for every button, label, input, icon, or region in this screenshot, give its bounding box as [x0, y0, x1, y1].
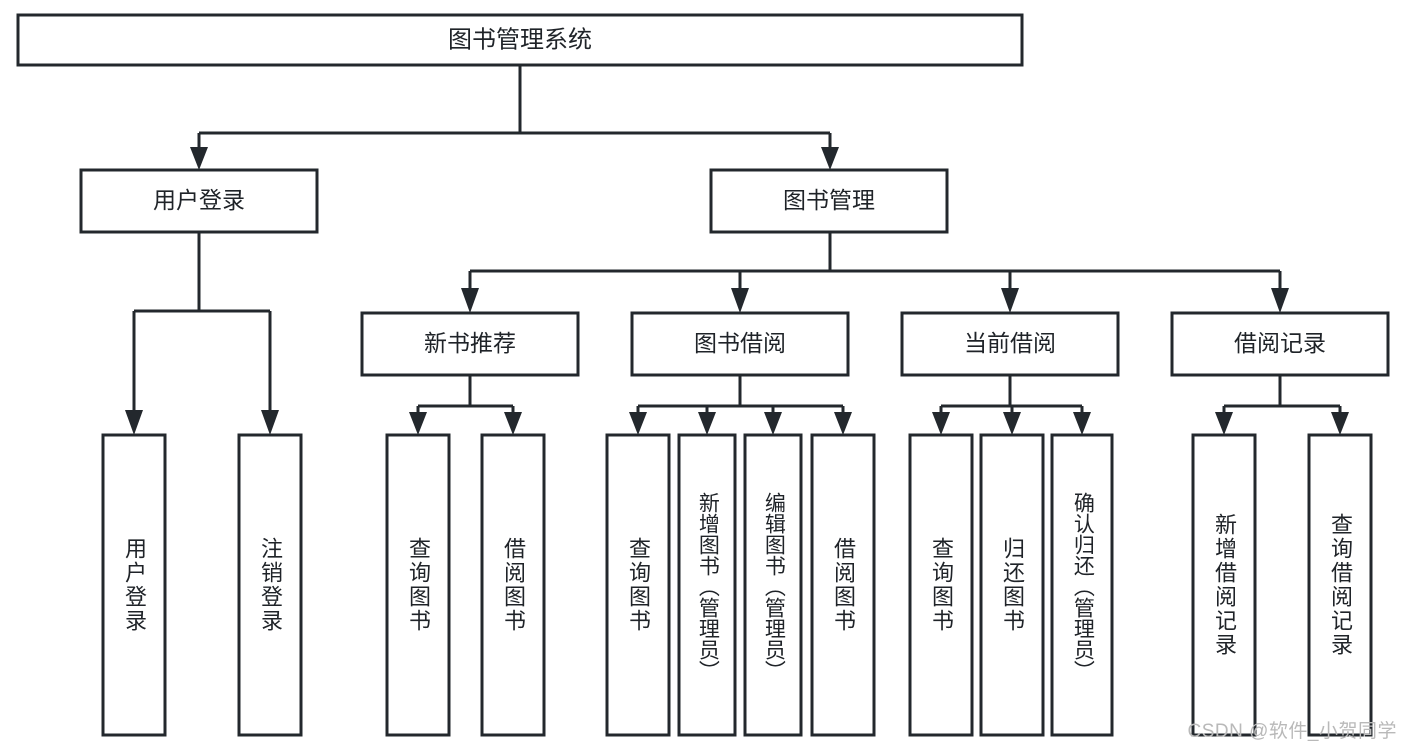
- arrow-to-leaf-return-book: [1003, 412, 1021, 435]
- leaf-box-return-book[interactable]: [979, 433, 1045, 737]
- node-new-book-recommend[interactable]: 新书推荐: [360, 311, 580, 377]
- arrow-to-leaf-confirm-return: [1073, 412, 1091, 435]
- node-borrow-record[interactable]: 借阅记录: [1170, 311, 1390, 377]
- nodes-group: 图书管理系统 用户登录 图书管理 新书推荐 图书借阅 当前: [16, 13, 1390, 737]
- arrow-to-book-manage: [821, 147, 839, 170]
- leaf-box-logout[interactable]: [237, 433, 303, 737]
- leaf-boxes-group: [101, 433, 1373, 737]
- node-new-book-recommend-label: 新书推荐: [424, 330, 516, 356]
- node-book-manage-label: 图书管理: [783, 187, 875, 213]
- arrow-to-current-borrow: [1001, 288, 1019, 313]
- node-book-borrow[interactable]: 图书借阅: [630, 311, 850, 377]
- arrow-to-leaf-borrow-book-1: [504, 412, 522, 435]
- arrow-to-leaf-add-book: [698, 412, 716, 435]
- arrow-to-leaf-borrow-book-2: [834, 412, 852, 435]
- leaf-box-borrow-book-1[interactable]: [480, 433, 546, 737]
- arrow-to-leaf-query-book-2: [629, 412, 647, 435]
- node-root[interactable]: 图书管理系统: [16, 13, 1024, 67]
- watermark-text: CSDN @软件_小贺同学: [1187, 721, 1397, 742]
- arrow-to-leaf-query-book-3: [932, 412, 950, 435]
- node-root-label: 图书管理系统: [448, 26, 592, 53]
- leaf-box-query-record[interactable]: [1307, 433, 1373, 737]
- arrow-to-book-borrow: [731, 288, 749, 313]
- arrow-to-leaf-edit-book: [764, 412, 782, 435]
- edges-group: [125, 65, 1349, 435]
- node-book-manage[interactable]: 图书管理: [709, 168, 949, 234]
- arrow-to-leaf-logout: [261, 410, 279, 435]
- arrow-to-leaf-user-login: [125, 410, 143, 435]
- node-current-borrow[interactable]: 当前借阅: [900, 311, 1120, 377]
- arrow-to-leaf-query-book-1: [409, 412, 427, 435]
- leaf-box-query-book-3[interactable]: [908, 433, 974, 737]
- node-book-borrow-label: 图书借阅: [694, 330, 786, 356]
- leaf-box-borrow-book-2[interactable]: [810, 433, 876, 737]
- leaf-box-query-book-2[interactable]: [605, 433, 671, 737]
- node-user-login-label: 用户登录: [153, 187, 245, 213]
- leaf-box-confirm-return[interactable]: [1050, 433, 1114, 737]
- node-borrow-record-label: 借阅记录: [1234, 330, 1326, 356]
- node-user-login[interactable]: 用户登录: [79, 168, 319, 234]
- arrow-to-leaf-query-record: [1331, 412, 1349, 435]
- leaf-box-query-book-1[interactable]: [385, 433, 451, 737]
- leaf-box-add-book[interactable]: [677, 433, 737, 737]
- arrow-to-new-book-recommend: [461, 288, 479, 313]
- arrow-to-user-login: [190, 147, 208, 170]
- leaf-box-user-login[interactable]: [101, 433, 167, 737]
- leaf-box-edit-book[interactable]: [743, 433, 803, 737]
- arrow-to-borrow-record: [1271, 288, 1289, 313]
- leaf-box-add-record[interactable]: [1191, 433, 1257, 737]
- node-current-borrow-label: 当前借阅: [964, 330, 1056, 356]
- arrow-to-leaf-add-record: [1215, 412, 1233, 435]
